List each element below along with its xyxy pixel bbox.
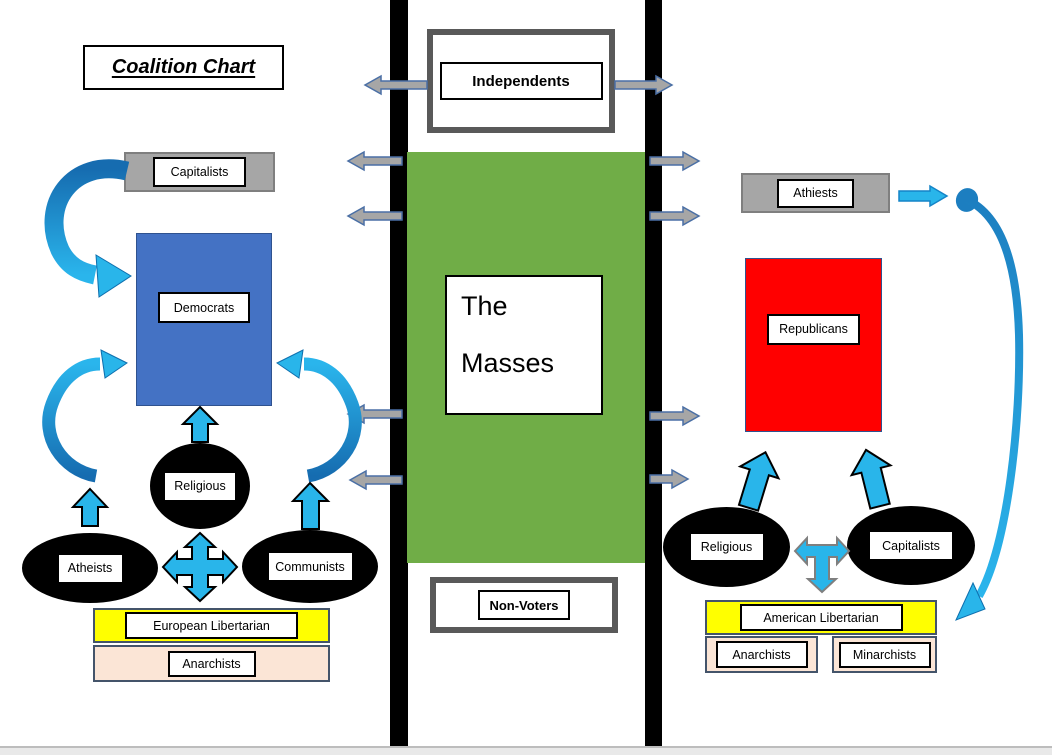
anarchists-right-label: Anarchists [715,641,808,668]
european-libertarian-box: European Libertarian [93,608,330,643]
capitalists-left-label: Capitalists [153,157,246,187]
capitalists-right-label: Capitalists [868,530,954,561]
three-way-arrow-icon [793,535,851,594]
atheists-ellipse: Atheists [22,533,158,603]
anarchists-left-label: Anarchists [167,650,256,677]
anarchists-box-left: Anarchists [93,645,330,682]
four-way-arrow-icon [161,531,239,603]
minarchists-box: Minarchists [832,636,937,673]
masses-line1: The [461,291,508,321]
curved-arrow-communists-to-democrats-head-icon [276,349,304,379]
curved-arrow-atheists-to-democrats-icon [42,357,101,483]
right-voting-wall [645,0,662,746]
up-arrow-communists-icon [290,481,331,530]
religious-ellipse-right: Religious [663,507,790,587]
page-title: Coalition Chart [83,45,284,90]
communists-ellipse: Communists [242,530,378,603]
democrats-label: Democrats [158,292,250,323]
religious-left-label: Religious [163,470,237,502]
communists-label: Communists [266,551,354,582]
curved-arrow-atheists-to-democrats-head-icon [100,349,128,379]
gray-arrow-right-1-icon [614,74,674,96]
capitalists-box-left: Capitalists [124,152,275,192]
non-voters-label: Non-Voters [478,590,570,620]
window-bottom-edge [0,746,1052,755]
curved-arrow-athiests-tail-icon [955,188,979,212]
republicans-block: Republicans [745,258,882,432]
masses-line2: Masses [461,348,555,378]
atheists-label: Atheists [56,552,124,584]
up-arrow-atheists-icon [70,487,110,527]
republicans-label: Republicans [767,313,860,345]
up-arrow-capitalists-to-republicans-icon [849,448,893,510]
curved-arrow-communists-to-democrats-icon [303,357,362,483]
curved-arrow-capitalists-to-democrats-head-icon [95,254,132,298]
independents-label: Independents [439,62,603,100]
european-libertarian-label: European Libertarian [125,612,298,639]
up-arrow-religious-to-democrats-icon [180,405,220,443]
curved-arrow-athiests-to-libertarian-head-icon [955,581,986,621]
right-arrow-athiests-icon [898,184,949,208]
independents-frame: Independents [427,29,615,133]
american-libertarian-label: American Libertarian [739,604,903,631]
masses-label-box: The Masses [445,275,603,415]
non-voters-frame: Non-Voters [430,577,618,633]
american-libertarian-box: American Libertarian [705,600,937,635]
religious-ellipse-left: Religious [150,443,250,529]
curved-arrow-capitalists-to-democrats-icon [44,159,130,285]
athiests-right-label: Athiests [777,178,854,208]
capitalists-ellipse-right: Capitalists [847,506,975,585]
minarchists-label: Minarchists [838,641,931,668]
athiests-box-right: Athiests [741,173,890,213]
religious-right-label: Religious [688,532,765,562]
anarchists-box-right: Anarchists [705,636,818,673]
democrats-block: Democrats [136,233,272,406]
left-voting-wall [390,0,408,746]
up-arrow-religious-to-republicans-icon [737,450,781,512]
